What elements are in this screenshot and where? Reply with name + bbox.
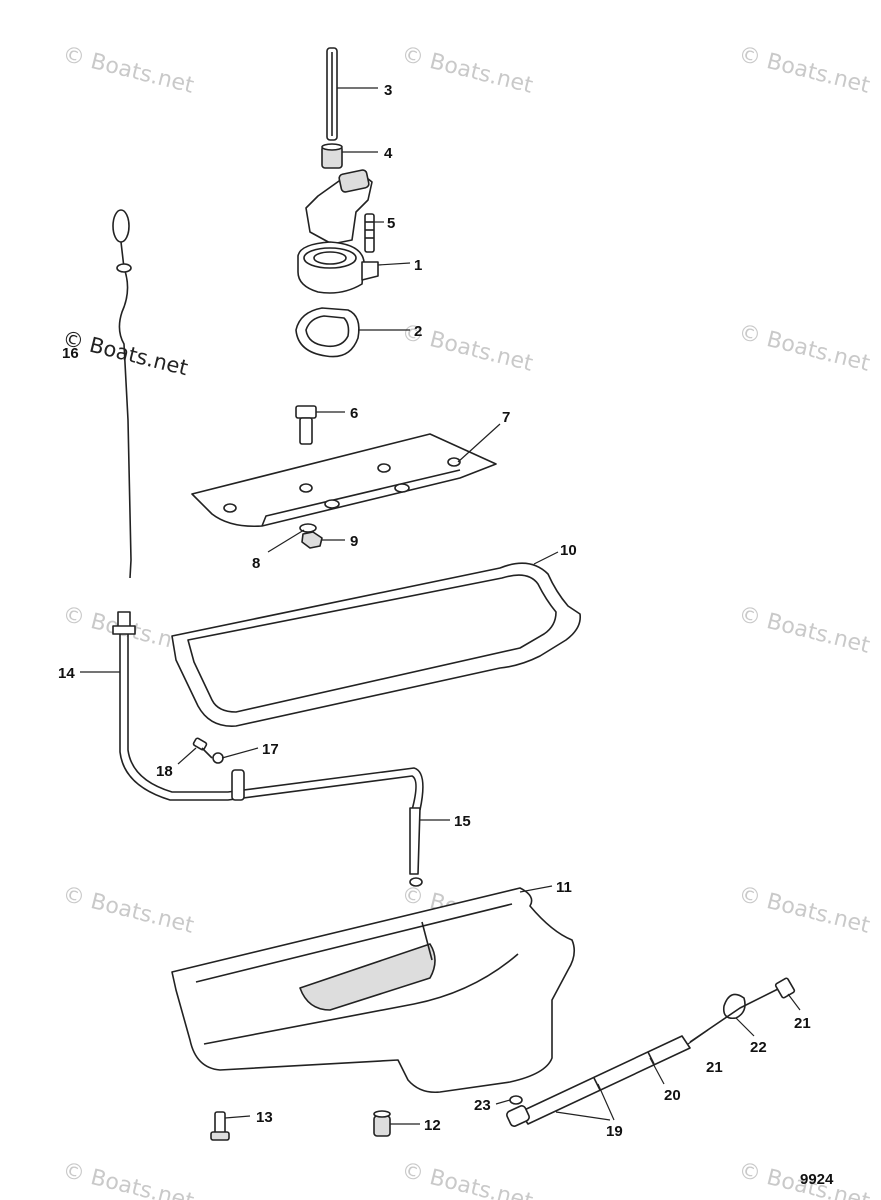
part-dipstick-tube-14 xyxy=(112,611,424,811)
callout-10: 10 xyxy=(560,542,577,559)
callout-18: 18 xyxy=(156,763,173,780)
leader-lines xyxy=(80,87,801,1125)
part-oil-pan-11 xyxy=(171,887,576,1094)
part-bolt-6 xyxy=(295,405,317,445)
callout-17: 17 xyxy=(262,741,279,758)
callout-2: 2 xyxy=(414,323,422,340)
part-nut-17 xyxy=(212,752,224,764)
callout-14: 14 xyxy=(58,665,75,682)
callout-12: 12 xyxy=(424,1117,441,1134)
callout-5: 5 xyxy=(387,215,395,232)
part-oil-pump-1 xyxy=(297,169,379,294)
figure-number: 9924 xyxy=(800,1171,834,1188)
callout-16: 16 xyxy=(62,345,79,362)
callout-8: 8 xyxy=(252,555,260,572)
callout-1: 1 xyxy=(414,257,422,274)
part-drain-plug-12 xyxy=(373,1110,391,1137)
callout-20: 20 xyxy=(664,1087,681,1104)
callout-19: 19 xyxy=(606,1123,623,1140)
part-bolt-18 xyxy=(192,737,213,759)
callout-3: 3 xyxy=(384,82,392,99)
part-clip-22 xyxy=(722,993,746,1020)
part-bushing-4 xyxy=(321,143,343,169)
callout-9: 9 xyxy=(350,533,358,550)
part-o-ring-23 xyxy=(509,1095,523,1105)
part-oil-pan-gasket-10 xyxy=(171,562,582,727)
callout-4: 4 xyxy=(384,145,393,162)
part-windage-tray-7 xyxy=(191,433,497,528)
callout-21-upper: 21 xyxy=(794,1015,811,1032)
part-cable-21 xyxy=(689,977,796,1043)
part-bolt-13 xyxy=(210,1111,230,1141)
callout-15: 15 xyxy=(454,813,471,830)
part-stud-5 xyxy=(364,213,375,253)
part-tube-end-15 xyxy=(409,807,423,887)
callout-6: 6 xyxy=(350,405,358,422)
part-nut-9 xyxy=(301,531,323,549)
part-dipstick-16 xyxy=(112,209,132,579)
part-pickup-tube-3 xyxy=(326,47,338,141)
part-bracket xyxy=(231,769,245,801)
callout-23: 23 xyxy=(474,1097,491,1114)
callout-7: 7 xyxy=(502,409,510,426)
callout-21-lower: 21 xyxy=(706,1059,723,1076)
part-gasket-2 xyxy=(295,307,360,358)
callout-13: 13 xyxy=(256,1109,273,1126)
callout-11: 11 xyxy=(556,879,572,896)
part-fitting-19 xyxy=(506,1105,530,1127)
callout-22: 22 xyxy=(750,1039,767,1056)
